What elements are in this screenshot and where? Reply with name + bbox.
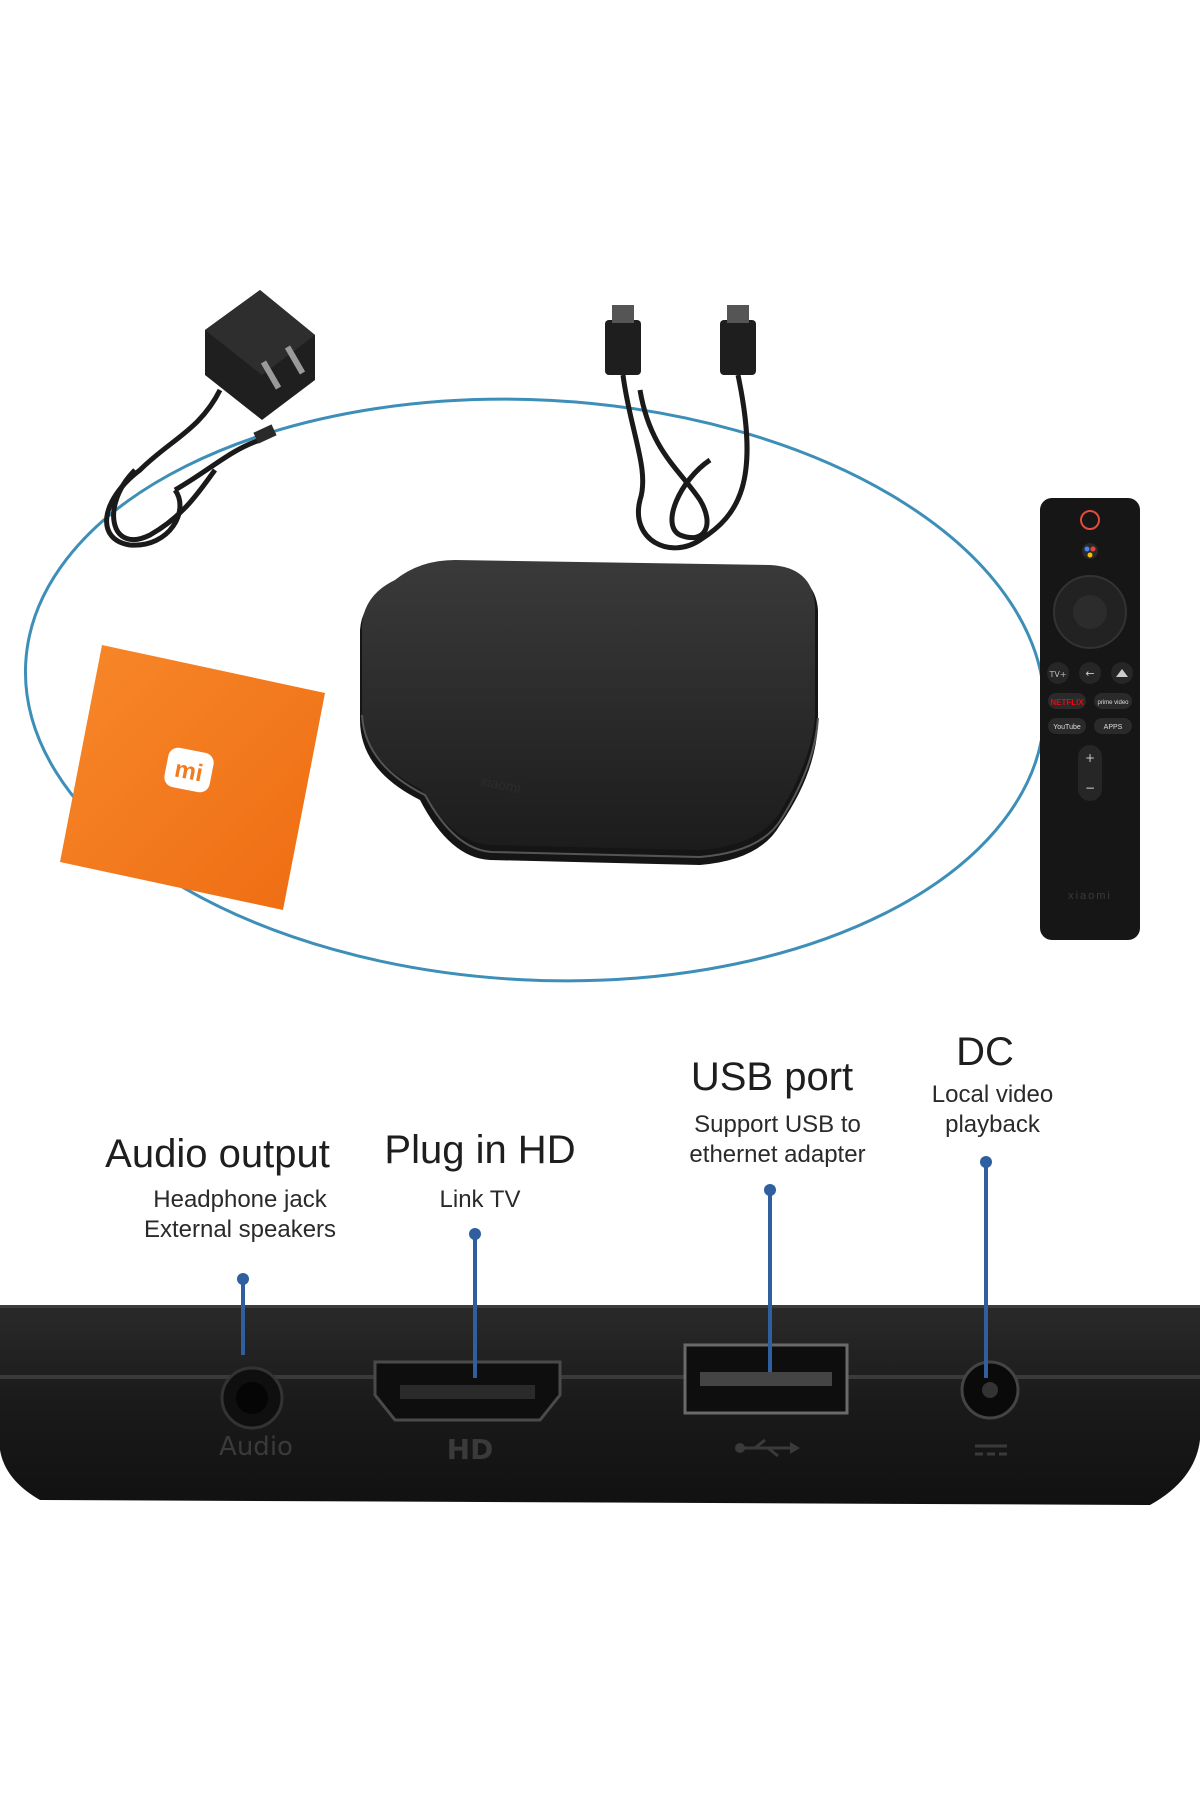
dc-desc-line: Local video [931,1081,1054,1108]
usb-desc-line: Support USB to [694,1111,861,1138]
usb-title: USB port [690,1055,854,1099]
audio-desc-line: External speakers [143,1216,337,1243]
dc-title: DC [956,1030,1014,1074]
mi-logo: mi [172,756,205,788]
svg-text:←: ← [1085,667,1094,680]
hdmi-port-label: HD [447,1433,494,1466]
volume-rocker [1078,745,1102,801]
youtube-button: YouTube [1053,724,1081,731]
hdmi-title: Plug in HD [384,1128,576,1172]
tv-box-device: xiaomi [360,560,819,865]
dc-desc: Local video playback [915,1080,1070,1140]
usb-symbol-icon [735,1438,800,1458]
callout-lines [237,1156,992,1378]
svg-text:+: + [1085,751,1095,765]
retail-box: mi [60,645,325,910]
power-icon [1080,510,1100,530]
tv-plus-label: TV+ [1048,670,1066,679]
audio-output-title: Audio output [105,1132,330,1176]
power-adapter-icon [104,290,315,548]
back-icon [1079,662,1101,684]
usb-desc-line: ethernet adapter [689,1141,866,1168]
device-rear-panel: Audio HD [0,1305,1200,1505]
audio-desc-line: Headphone jack [153,1186,327,1213]
audio-port-label: Audio [219,1432,293,1462]
usb-desc: Support USB to ethernet adapter [670,1110,885,1170]
dc-desc-line: playback [945,1111,1040,1138]
prime-video-button: prime video [1097,700,1129,706]
netflix-button: NETFLIX [1050,698,1084,707]
apps-button: APPS [1104,724,1123,731]
dc-symbol-icon [975,1444,1007,1456]
remote-brand-text: xiaomi [1068,890,1112,902]
hdmi-cable-icon [605,305,756,551]
remote-control: TV+ ← NETFLIX prime video YouTube APPS +… [1040,498,1140,940]
svg-text:−: − [1085,781,1095,795]
audio-output-desc: Headphone jack External speakers [125,1185,355,1245]
hdmi-desc: Link TV [400,1185,560,1215]
hdmi-desc-line: Link TV [439,1186,521,1213]
